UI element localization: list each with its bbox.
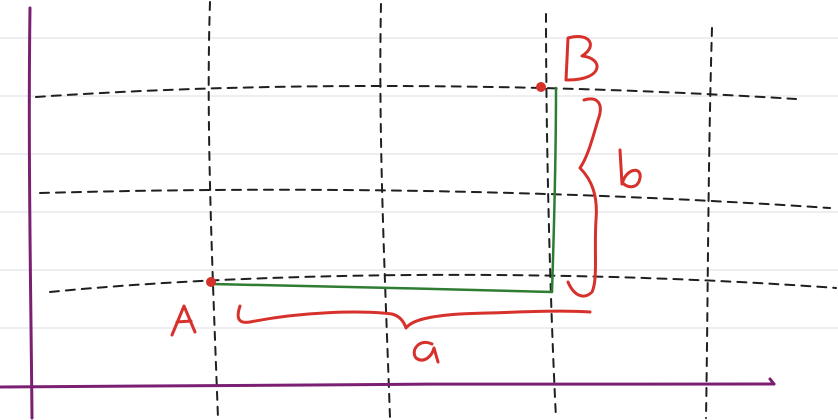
letter-small-b-strokes bbox=[618, 148, 642, 189]
red-annotations bbox=[170, 35, 642, 364]
ruled-background-lines bbox=[0, 37, 838, 329]
grid-vertical-line bbox=[705, 27, 713, 419]
axis-arrow-tip bbox=[768, 377, 776, 386]
horizontal-brace bbox=[236, 304, 592, 330]
grid-horizontal-line bbox=[49, 273, 837, 293]
point-b-dot bbox=[536, 82, 546, 92]
letter-a-strokes bbox=[170, 304, 197, 337]
grid-vertical-line bbox=[379, 3, 391, 419]
grid-vertical-line bbox=[545, 13, 557, 419]
coordinate-axes bbox=[0, 6, 776, 420]
grid-horizontal-line bbox=[39, 188, 831, 209]
green-path bbox=[210, 86, 558, 294]
vertical-brace bbox=[566, 97, 602, 298]
grid-vertical-lines bbox=[207, 1, 713, 419]
vertical-axis bbox=[27, 6, 34, 420]
letter-small-a-strokes bbox=[412, 341, 440, 364]
vertical-leg bbox=[550, 86, 558, 294]
letter-b-strokes bbox=[564, 35, 599, 82]
grid-horizontal-line bbox=[35, 85, 797, 100]
point-a-dot bbox=[206, 277, 216, 287]
grid-horizontal-lines bbox=[35, 85, 837, 293]
horizontal-leg bbox=[210, 282, 554, 294]
grid-vertical-line bbox=[207, 1, 219, 419]
horizontal-axis bbox=[0, 382, 776, 389]
